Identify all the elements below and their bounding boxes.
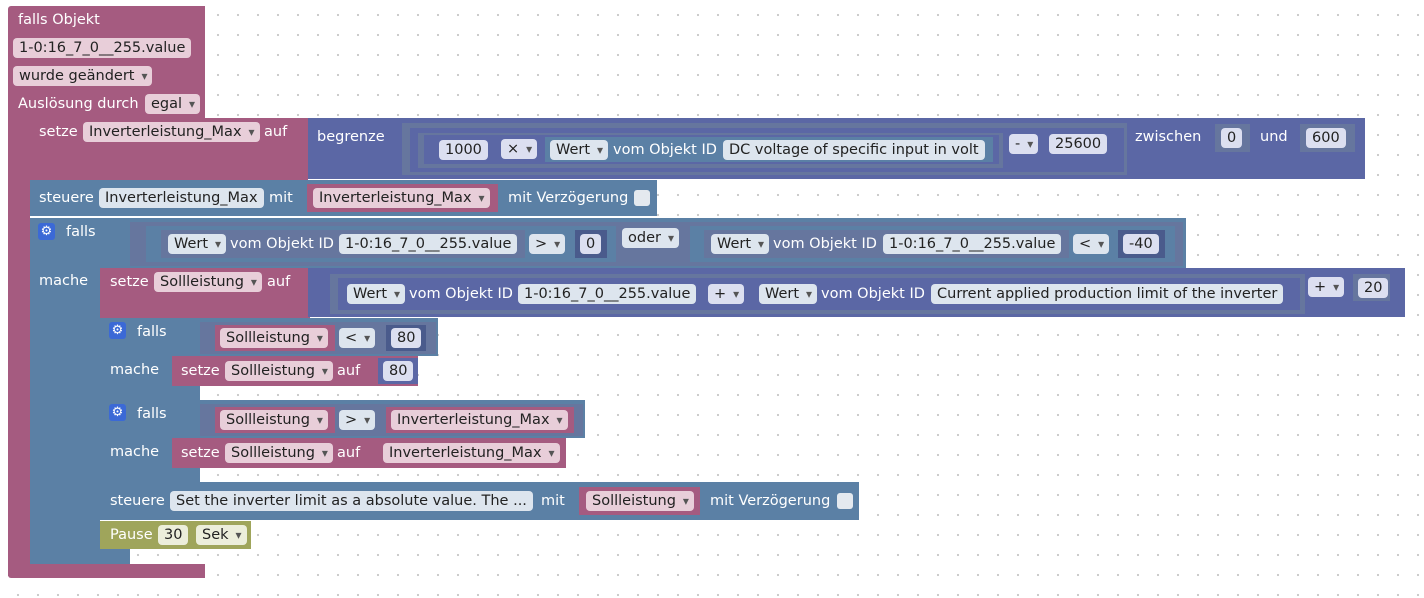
steuere-max-value-dropdown[interactable]: Inverterleistung_Max: [313, 188, 490, 208]
if-min-set-var-dropdown[interactable]: Sollleistung: [225, 361, 333, 381]
sum-object-id2-field[interactable]: Current applied production limit of the …: [931, 284, 1284, 304]
if-max-set-val-dropdown[interactable]: Inverterleistung_Max: [383, 443, 560, 463]
if-max-cmp-var-dropdown[interactable]: Inverterleistung_Max: [391, 410, 568, 430]
gt-wert-dropdown[interactable]: Wert: [168, 234, 227, 254]
trigger-event-dropdown[interactable]: wurde geändert: [13, 66, 153, 86]
gt-vom-objekt-label: vom Objekt ID: [230, 236, 334, 252]
if-max-footer: [100, 466, 200, 482]
lt-object-id-field[interactable]: 1-0:16_7_0__255.value: [883, 234, 1062, 254]
steuere-soll-label: steuere: [110, 493, 165, 509]
sum-plus2-dropdown[interactable]: +: [1308, 277, 1345, 297]
if-max-var-dropdown[interactable]: Sollleistung: [220, 410, 328, 430]
num-20-field[interactable]: 20: [1358, 278, 1389, 298]
num-1000-field[interactable]: 1000: [439, 140, 488, 160]
steuere-soll-value-dropdown[interactable]: Sollleistung: [586, 491, 694, 511]
trigger-block-left-bar: [8, 116, 30, 576]
if-min-num-field[interactable]: 80: [391, 328, 422, 348]
und-label: und: [1260, 129, 1288, 145]
dc-vom-objekt-label: vom Objekt ID: [613, 142, 717, 158]
set-soll-var-dropdown[interactable]: Sollleistung: [154, 272, 262, 292]
sum-wert1-dropdown[interactable]: Wert: [347, 284, 406, 304]
trigger-header-label: falls Objekt: [18, 12, 100, 28]
if-min-operator-dropdown[interactable]: <: [339, 328, 376, 348]
steuere-max-delay-checkbox[interactable]: [634, 190, 650, 206]
gt-zero-field[interactable]: 0: [580, 234, 602, 254]
steuere-soll-target-field[interactable]: Set the inverter limit as a absolute val…: [170, 491, 533, 511]
pause-unit-dropdown[interactable]: Sek: [196, 525, 247, 545]
sum-plus-dropdown[interactable]: +: [708, 284, 745, 304]
lt-operator-dropdown[interactable]: <: [1073, 234, 1110, 254]
if-min-footer: [100, 384, 200, 400]
if-max-operator-dropdown[interactable]: >: [339, 410, 376, 430]
dc-object-id-field[interactable]: DC voltage of specific input in volt: [723, 140, 985, 160]
steuere-max-mit-label: mit: [269, 190, 293, 206]
trigger-block-footer: [8, 564, 205, 578]
if-min-auf-label: auf: [337, 363, 361, 379]
if-max-set-var-dropdown[interactable]: Sollleistung: [225, 443, 333, 463]
if-min-setze-label: setze: [181, 363, 220, 379]
trigger-object-id-field[interactable]: 1-0:16_7_0__255.value: [13, 38, 192, 58]
set-max-auf-label: auf: [264, 124, 288, 140]
sum-vom-objekt2-label: vom Objekt ID: [821, 286, 925, 302]
if-main-mache-label: mache: [39, 273, 89, 289]
if-min-var-dropdown[interactable]: Sollleistung: [220, 328, 328, 348]
set-max-var-dropdown[interactable]: Inverterleistung_Max: [83, 122, 260, 142]
steuere-max-label: steuere: [39, 190, 94, 206]
if-main-footer: [30, 548, 130, 564]
subtract-operator-dropdown[interactable]: -: [1009, 134, 1039, 154]
gt-object-id-field[interactable]: 1-0:16_7_0__255.value: [339, 234, 518, 254]
pause-value-field[interactable]: 30: [158, 525, 189, 545]
if-min-gear-icon[interactable]: ⚙: [109, 322, 126, 339]
sum-wert2-dropdown[interactable]: Wert: [759, 284, 818, 304]
sum-object-id1-field[interactable]: 1-0:16_7_0__255.value: [518, 284, 697, 304]
if-min-mache-label: mache: [110, 362, 160, 378]
lt-vom-objekt-label: vom Objekt ID: [773, 236, 877, 252]
steuere-max-target-field[interactable]: Inverterleistung_Max: [99, 188, 264, 208]
steuere-max-delay-label: mit Verzögerung: [508, 190, 629, 206]
dc-wert-dropdown[interactable]: Wert: [550, 140, 609, 160]
if-min-set-val-field[interactable]: 80: [383, 361, 414, 381]
if-max-auf-label: auf: [337, 445, 361, 461]
pause-label: Pause: [110, 527, 153, 543]
begrenze-label: begrenze: [317, 129, 385, 145]
sum-vom-objekt1-label: vom Objekt ID: [409, 286, 513, 302]
set-max-setze-label: setze: [39, 124, 78, 140]
if-main-gear-icon[interactable]: ⚙: [38, 223, 55, 240]
trigger-ausloesung-dropdown[interactable]: egal: [145, 94, 201, 114]
trigger-ausloesung-label: Auslösung durch: [18, 96, 139, 112]
if-max-gear-icon[interactable]: ⚙: [109, 404, 126, 421]
lt-wert-dropdown[interactable]: Wert: [711, 234, 770, 254]
set-soll-setze-label: setze: [110, 274, 149, 290]
steuere-soll-mit-label: mit: [541, 493, 565, 509]
if-main-left-bar: [30, 266, 100, 562]
gt-operator-dropdown[interactable]: >: [529, 234, 566, 254]
if-main-falls-label: falls: [66, 224, 96, 240]
range-low-field[interactable]: 0: [1221, 128, 1243, 148]
multiply-operator-dropdown[interactable]: ×: [501, 139, 538, 159]
steuere-soll-delay-checkbox[interactable]: [837, 493, 853, 509]
num-25600-field[interactable]: 25600: [1049, 134, 1108, 154]
if-max-falls-label: falls: [137, 406, 167, 422]
range-high-field[interactable]: 600: [1306, 128, 1346, 148]
steuere-soll-delay-label: mit Verzögerung: [710, 493, 831, 509]
if-min-falls-label: falls: [137, 324, 167, 340]
lt-neg40-field[interactable]: -40: [1123, 234, 1159, 254]
zwischen-label: zwischen: [1135, 129, 1202, 145]
if-max-mache-label: mache: [110, 444, 160, 460]
set-soll-auf-label: auf: [267, 274, 291, 290]
or-operator-dropdown[interactable]: oder: [622, 228, 679, 248]
if-max-setze-label: setze: [181, 445, 220, 461]
